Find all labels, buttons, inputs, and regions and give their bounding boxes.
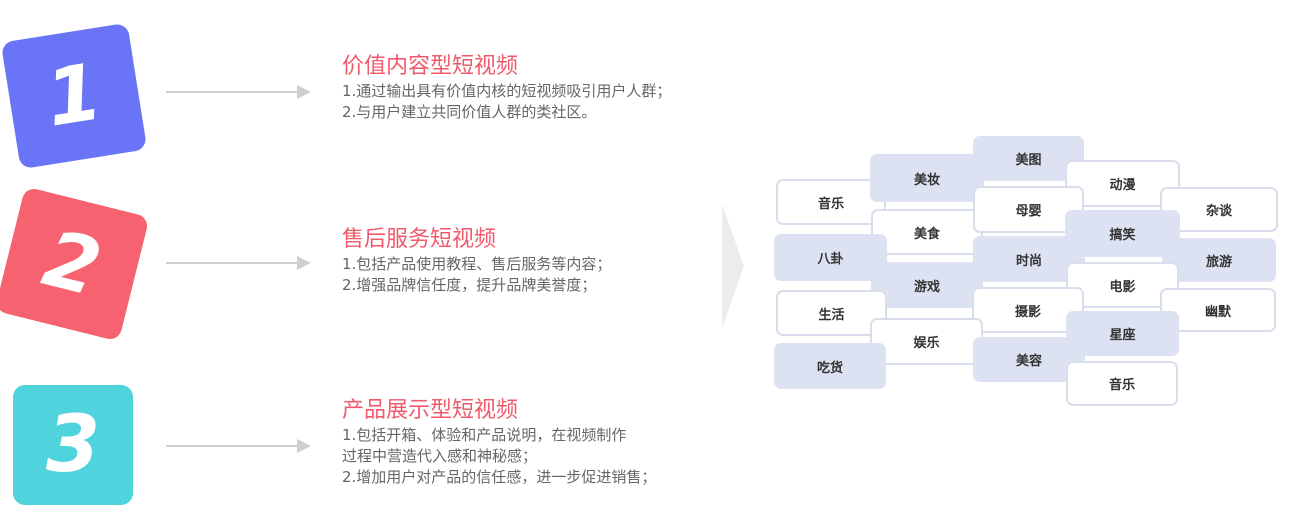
section-title: 价值内容型短视频 bbox=[342, 54, 519, 79]
tag-item: 星座 bbox=[1066, 311, 1179, 356]
tag-item: 生活 bbox=[776, 290, 887, 336]
tag-item: 幽默 bbox=[1160, 288, 1276, 332]
tag-item: 旅游 bbox=[1162, 238, 1276, 282]
badge-number: 3 bbox=[45, 400, 101, 490]
tag-item: 吃货 bbox=[774, 343, 886, 389]
section-title: 售后服务短视频 bbox=[342, 227, 497, 252]
tag-item: 娱乐 bbox=[870, 318, 983, 365]
section-line: 2.增强品牌信任度，提升品牌美誉度； bbox=[342, 276, 597, 294]
badge-3: 3 bbox=[13, 385, 133, 505]
section-line: 2.增加用户对产品的信任感，进一步促进销售； bbox=[342, 468, 657, 486]
tag-item: 美食 bbox=[871, 209, 983, 255]
arrow-right-icon bbox=[166, 85, 312, 99]
section-line: 1.包括产品使用教程、售后服务等内容； bbox=[342, 255, 612, 273]
tag-item: 游戏 bbox=[871, 262, 983, 308]
chevron-right-icon bbox=[722, 204, 744, 328]
section-product-display: 产品展示型短视频 1.包括开箱、体验和产品说明，在视频制作 过程中营造代入感和神… bbox=[342, 397, 656, 488]
section-line: 过程中营造代入感和神秘感； bbox=[342, 447, 538, 465]
arrow-right-icon bbox=[166, 439, 312, 453]
tag-item: 摄影 bbox=[972, 287, 1084, 333]
section-line: 1.通过输出具有价值内核的短视频吸引用户人群； bbox=[342, 82, 672, 100]
tag-item: 音乐 bbox=[1066, 361, 1178, 406]
section-line: 1.包括开箱、体验和产品说明，在视频制作 bbox=[342, 426, 627, 444]
tag-item: 美妆 bbox=[870, 154, 984, 202]
tag-item: 八卦 bbox=[774, 234, 887, 281]
section-title: 产品展示型短视频 bbox=[342, 398, 519, 423]
section-line: 2.与用户建立共同价值人群的类社区。 bbox=[342, 103, 597, 121]
section-value-content: 价值内容型短视频 1.通过输出具有价值内核的短视频吸引用户人群； 2.与用户建立… bbox=[342, 53, 671, 123]
tag-item: 音乐 bbox=[776, 179, 886, 225]
section-after-sales: 售后服务短视频 1.包括产品使用教程、售后服务等内容； 2.增强品牌信任度，提升… bbox=[342, 226, 611, 296]
arrow-right-icon bbox=[166, 256, 312, 270]
